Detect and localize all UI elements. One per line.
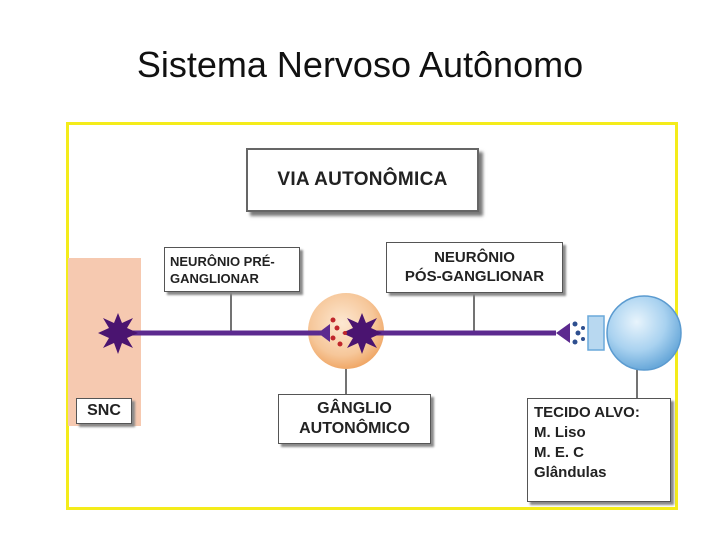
target-cell — [606, 295, 682, 371]
target-cell-stalk — [587, 315, 605, 351]
ganglion-label-box: GÂNGLIO AUTONÔMICO — [278, 394, 431, 444]
pre-axon-terminal — [318, 324, 330, 342]
vesicle — [575, 330, 581, 336]
snc-label-box: SNC — [76, 398, 132, 424]
pre-ganglionic-label-line2: GANGLIONAR — [170, 271, 259, 286]
diagram-heading-box: VIA AUTONÔMICA — [246, 148, 479, 212]
pre-ganglionic-label-line1: NEURÔNIO PRÉ- — [170, 254, 275, 269]
vesicle — [572, 321, 578, 327]
pre-ganglionic-label-box: NEURÔNIO PRÉ- GANGLIONAR — [164, 247, 300, 292]
target-tissue-item: Glândulas — [534, 464, 607, 481]
post-axon-terminal — [556, 323, 570, 343]
vesicle — [330, 317, 336, 323]
target-tissue-item: M. E. C — [534, 444, 585, 461]
target-tissue-label-box: TECIDO ALVO: M. Liso M. E. C Glândulas — [527, 398, 671, 502]
diagram-heading: VIA AUTONÔMICA — [277, 169, 448, 190]
vesicle — [330, 335, 336, 341]
slide-title: Sistema Nervoso Autônomo — [136, 44, 584, 85]
vesicle — [334, 325, 340, 331]
post-ganglionic-label-line2: PÓS-GANGLIONAR — [404, 268, 545, 285]
target-tissue-header: TECIDO ALVO: — [534, 404, 640, 421]
ganglion-label-line1: GÂNGLIO — [317, 400, 392, 417]
ganglion-label-line2: AUTONÔMICO — [299, 420, 410, 437]
pre-neuron-soma — [98, 313, 138, 354]
snc-label: SNC — [87, 402, 121, 419]
vesicle — [343, 331, 347, 335]
ganglion-body — [308, 293, 384, 369]
vesicle — [581, 337, 585, 341]
post-neuron-soma — [342, 313, 382, 354]
vesicle — [337, 341, 343, 347]
vesicle — [572, 339, 578, 345]
target-tissue-item: M. Liso — [534, 424, 586, 441]
post-ganglionic-label-line1: NEURÔNIO — [434, 249, 515, 266]
post-ganglionic-label-box: NEURÔNIO PÓS-GANGLIONAR — [386, 242, 563, 293]
vesicle — [581, 326, 585, 330]
